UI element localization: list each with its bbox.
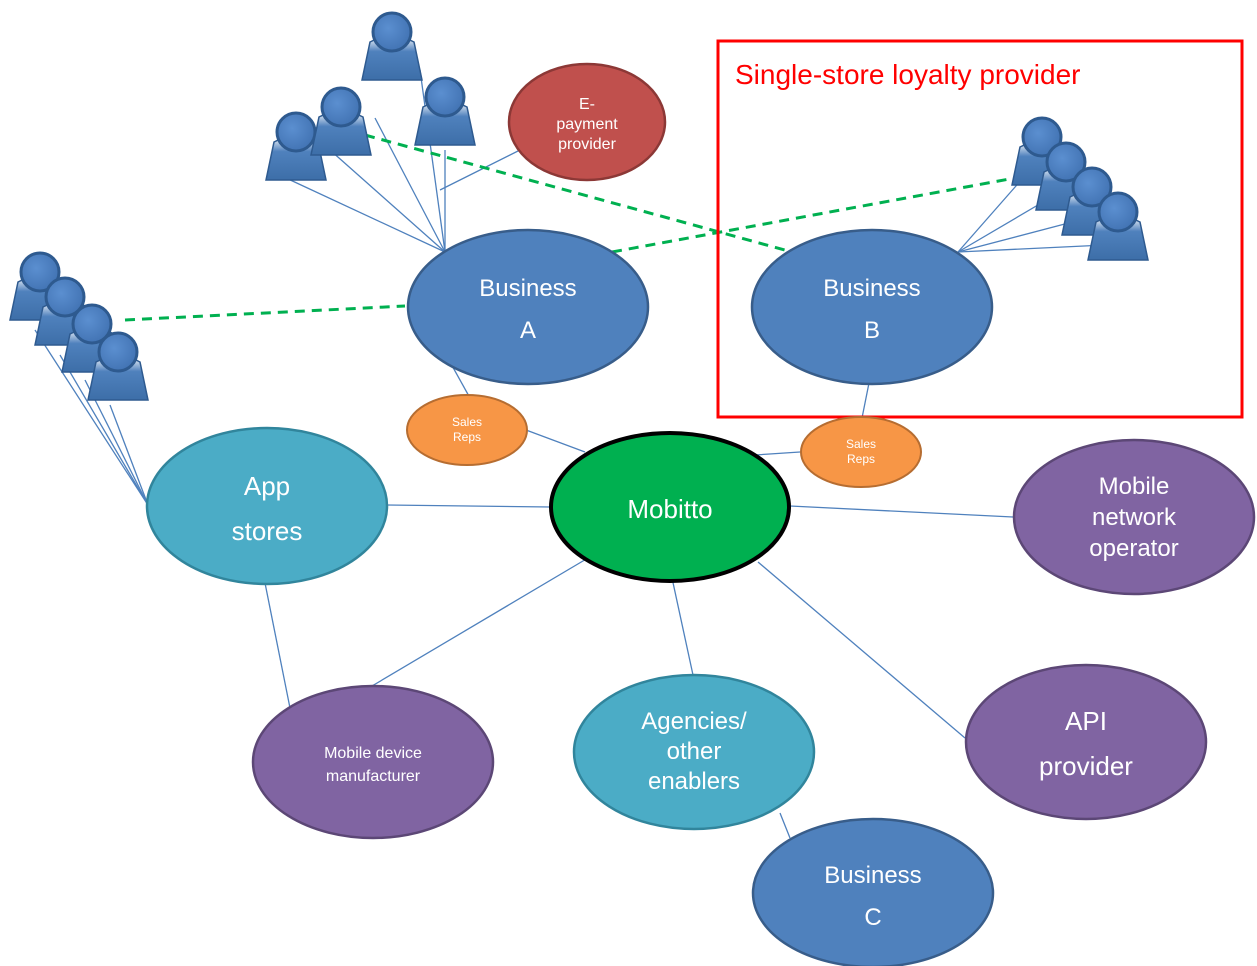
node-label: enablers bbox=[648, 768, 740, 795]
business-a-node[interactable]: Business A bbox=[406, 228, 650, 386]
node-label: Mobile device bbox=[324, 745, 422, 762]
node-label: Sales bbox=[452, 415, 482, 429]
node-label: Mobitto bbox=[627, 494, 712, 524]
api-provider-node[interactable]: API provider bbox=[964, 663, 1208, 821]
business-c-node[interactable]: Business C bbox=[751, 817, 995, 966]
sales-reps-a-node[interactable]: Sales Reps bbox=[406, 394, 528, 466]
app-stores-node[interactable]: App stores bbox=[145, 426, 389, 586]
node-label: Business bbox=[824, 862, 921, 889]
node-label: Reps bbox=[453, 430, 481, 444]
node-label: operator bbox=[1089, 535, 1178, 562]
node-label: Sales bbox=[846, 437, 876, 451]
customer-group-left bbox=[8, 251, 150, 402]
node-label: API bbox=[1065, 706, 1107, 736]
node-label: A bbox=[520, 317, 536, 344]
node-label: network bbox=[1092, 504, 1177, 531]
node-label: Agencies/ bbox=[641, 708, 747, 735]
node-label: Mobile bbox=[1099, 473, 1170, 500]
node-label: stores bbox=[232, 516, 303, 546]
node-label: Reps bbox=[847, 452, 875, 466]
person-icon bbox=[309, 86, 373, 157]
mobitto-hub-node[interactable]: Mobitto bbox=[549, 431, 791, 583]
sales-reps-b-node[interactable]: Sales Reps bbox=[800, 416, 922, 488]
node-label: provider bbox=[1039, 751, 1133, 781]
loyalty-links bbox=[124, 133, 1016, 322]
node-label: B bbox=[864, 317, 880, 344]
callout-title: Single-store loyalty provider bbox=[735, 59, 1081, 90]
node-label: provider bbox=[558, 136, 616, 153]
node-label: other bbox=[667, 738, 722, 765]
node-label: Business bbox=[823, 275, 920, 302]
mobile-network-operator-node[interactable]: Mobile network operator bbox=[1012, 438, 1256, 596]
agencies-node[interactable]: Agencies/ other enablers bbox=[572, 673, 816, 831]
person-icon bbox=[360, 11, 424, 82]
mobile-device-manufacturer-node[interactable]: Mobile device manufacturer bbox=[251, 684, 495, 840]
node-label: payment bbox=[556, 116, 618, 133]
business-b-node[interactable]: Business B bbox=[750, 228, 994, 386]
e-payment-provider-node[interactable]: E- payment provider bbox=[507, 62, 667, 182]
single-store-callout: Single-store loyalty provider bbox=[716, 39, 1244, 419]
customer-group-top-left bbox=[264, 11, 477, 182]
person-icon bbox=[413, 76, 477, 147]
customer-group-right bbox=[1010, 116, 1150, 262]
node-label: manufacturer bbox=[326, 768, 421, 785]
node-label: E- bbox=[579, 96, 595, 113]
node-label: App bbox=[244, 471, 290, 501]
node-label: C bbox=[864, 904, 881, 931]
callout-border bbox=[716, 39, 1244, 419]
node-label: Business bbox=[479, 275, 576, 302]
